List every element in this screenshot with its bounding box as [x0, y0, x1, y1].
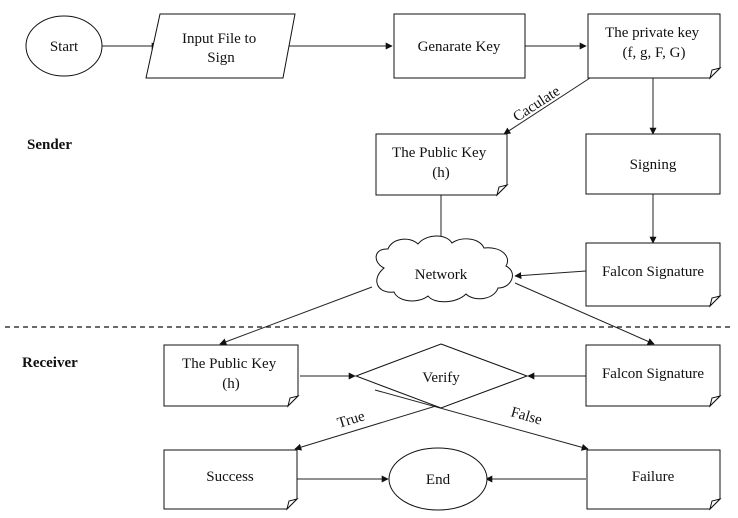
- input-file-line-2: Sign: [207, 50, 235, 66]
- svg-text:Verify: Verify: [422, 370, 460, 386]
- falcon-signature-receiver-node: Falcon Signature: [585, 344, 722, 408]
- public-key-receiver-node: The Public Key (h): [163, 344, 300, 408]
- edge-private-to-public: [503, 77, 591, 135]
- svg-text:Failure: Failure: [632, 469, 675, 485]
- edge-label-false: False: [509, 404, 544, 428]
- generate-key-node: Genarate Key: [393, 13, 526, 79]
- private-key-line-2: (f, g, F, G): [623, 45, 686, 61]
- signing-node: Signing: [585, 133, 721, 195]
- public-key-receiver-line-2: (h): [222, 376, 240, 392]
- failure-node: Failure: [586, 449, 722, 511]
- private-key-node: The private key (f, g, F, G): [587, 13, 722, 80]
- edge-label-calculate: Caculate: [510, 83, 563, 125]
- edge-network-to-falcon-receiver: [514, 282, 655, 345]
- falcon-signature-sender-node: Falcon Signature: [585, 242, 722, 308]
- public-key-sender-line-1: The Public Key: [392, 145, 487, 161]
- svg-text:Success: Success: [206, 469, 254, 485]
- svg-text:Genarate Key: Genarate Key: [418, 39, 501, 55]
- success-node: Success: [163, 449, 299, 511]
- public-key-sender-line-2: (h): [432, 165, 450, 181]
- svg-text:Signing: Signing: [630, 157, 677, 173]
- public-key-receiver-line-1: The Public Key: [182, 356, 277, 372]
- edge-falcon-to-network: [514, 270, 587, 280]
- svg-text:End: End: [426, 472, 451, 488]
- svg-text:Start: Start: [50, 39, 79, 55]
- edge-verify-false-to-failure: [374, 389, 589, 451]
- edge-network-to-public-receiver: [219, 286, 373, 346]
- svg-text:Input File to Sign: Input File to Sign: [182, 31, 260, 66]
- network-cloud-icon: [375, 235, 513, 303]
- verify-node: Verify: [354, 343, 529, 409]
- receiver-section-label: Receiver: [22, 355, 78, 371]
- svg-text:Falcon Signature: Falcon Signature: [602, 366, 704, 382]
- input-file-line-1: Input File to: [182, 31, 256, 47]
- start-node: Start: [25, 15, 103, 77]
- svg-text:Network: Network: [415, 267, 468, 283]
- input-file-node: Input File to Sign: [145, 13, 296, 79]
- svg-text:The private key (f, g, F: The private key (f, g, F, G): [605, 25, 703, 61]
- private-key-line-1: The private key: [605, 25, 700, 41]
- svg-text:The Public Key (h): The Public Key (h): [392, 145, 490, 181]
- end-node: End: [388, 447, 488, 511]
- public-key-sender-node: The Public Key (h): [375, 133, 509, 197]
- edge-label-true: True: [335, 408, 367, 432]
- network-node: Network: [375, 235, 513, 303]
- svg-text:Falcon Signature: Falcon Signature: [602, 264, 704, 280]
- sender-section-label: Sender: [27, 137, 72, 153]
- svg-text:The Public Key (h): The Public Key (h): [182, 356, 280, 392]
